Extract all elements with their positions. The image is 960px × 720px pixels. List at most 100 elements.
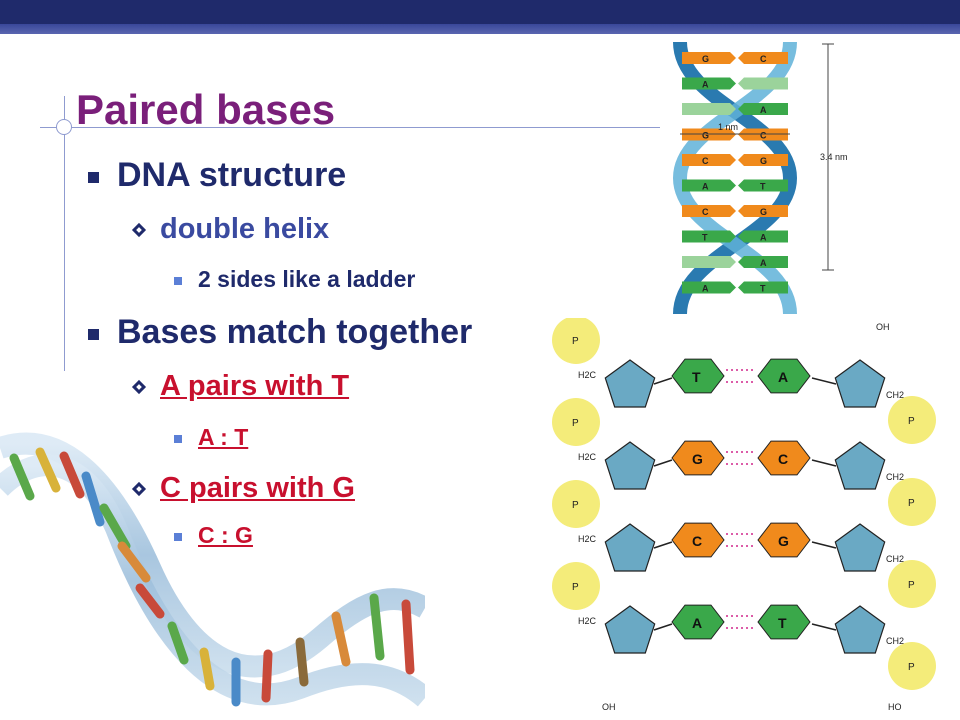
bullet-c-pairs-g: C pairs with G [131, 472, 355, 505]
phosphate-circle [888, 396, 936, 444]
phosphate-circle [552, 398, 600, 446]
bond [811, 377, 837, 385]
bullet-c-g: C : G [174, 522, 253, 549]
base-left [671, 604, 725, 640]
helix-base-right [738, 179, 788, 192]
helix-base-left-label: A [702, 80, 709, 90]
sugar-right [834, 359, 886, 408]
phosphate-circle [888, 478, 936, 526]
vertical-guide-line [64, 96, 65, 371]
helix-base-left-label: C [702, 156, 709, 166]
base-left-label: A [692, 615, 702, 631]
link-c-pairs-g[interactable]: C pairs with G [160, 472, 355, 504]
square-bullet-icon [88, 171, 99, 183]
helix-base-left [682, 179, 736, 192]
base-left-label: G [692, 451, 703, 467]
helix-base-left [682, 256, 736, 268]
helix-base-right-label: T [760, 284, 766, 294]
helix-base-right-label: A [760, 258, 767, 268]
h2c-label: H2C [578, 452, 597, 462]
phosphate-circle [888, 642, 936, 690]
phosphate-group: P [888, 560, 936, 608]
helix-base-left-label: T [702, 233, 708, 243]
dna-3d-illustration [0, 432, 425, 707]
helix-base-right-label: A [760, 233, 767, 243]
h2c-label: H2C [578, 616, 597, 626]
phosphate-p-label: P [572, 336, 579, 347]
link-a-t[interactable]: A : T [198, 424, 249, 450]
ch2-label: CH2 [886, 554, 904, 564]
bullet-a-pairs-t: A pairs with T [131, 370, 350, 403]
helix-base-left [682, 205, 736, 217]
phosphate-p-label: P [908, 498, 915, 509]
phosphate-group: P [888, 396, 936, 444]
ch2-label: CH2 [886, 636, 904, 646]
phosphate-p-label: P [908, 580, 915, 591]
diamond-bullet-icon [131, 380, 147, 395]
bond [653, 459, 673, 467]
base-right [757, 440, 811, 476]
crosshair-icon [56, 119, 72, 135]
small-square-bullet-icon [174, 434, 182, 443]
helix-base-left-label: G [702, 131, 709, 141]
base-right-label: G [778, 533, 789, 549]
helix-base-left [682, 230, 736, 243]
phosphate-p-label: P [908, 416, 915, 427]
phosphate-group: P [552, 318, 600, 364]
bond [653, 377, 673, 385]
small-square-bullet-icon [174, 276, 182, 285]
phosphate-p-label: P [572, 500, 579, 511]
helix-base-right-label: G [760, 207, 767, 217]
helix-rung: A [682, 77, 788, 90]
phosphate-p-label: P [908, 662, 915, 673]
sugar-right [834, 441, 886, 490]
bond [811, 541, 837, 549]
helix-base-left [682, 154, 736, 166]
phosphate-group: P [552, 562, 600, 610]
helix-base-left [682, 103, 736, 115]
bullet-bases-match: Bases match together [88, 313, 472, 352]
ch2-label: CH2 [886, 390, 904, 400]
link-c-g[interactable]: C : G [198, 522, 253, 548]
oh-label: OH [602, 702, 616, 712]
bullet-dna-structure: DNA structure [88, 156, 346, 195]
page-title: Paired bases [76, 86, 336, 133]
phosphate-group: P [552, 398, 600, 446]
helix-base-left-label: A [702, 284, 709, 294]
base-left-label: T [692, 369, 701, 385]
width-label: 1 nm [718, 122, 738, 132]
sugar-left [604, 359, 656, 408]
height-label: 3.4 nm [820, 152, 848, 162]
helix-base-left-label: A [702, 182, 709, 192]
h2c-label: H2C [578, 534, 597, 544]
base-right [757, 358, 811, 394]
helix-base-right-label: T [760, 182, 766, 192]
phosphate-group: P [552, 480, 600, 528]
ho-label: HO [888, 702, 902, 712]
link-a-pairs-t[interactable]: A pairs with T [160, 370, 350, 402]
horizontal-guide-line [40, 127, 660, 128]
h2c-label: H2C [578, 370, 597, 380]
phosphate-circle [552, 318, 600, 364]
phosphate-p-label: P [572, 582, 579, 593]
phosphate-p-label: P [572, 418, 579, 429]
helix-base-right [738, 230, 788, 243]
phosphate-circle [888, 560, 936, 608]
bond [653, 541, 673, 549]
helix-base-right [738, 256, 788, 268]
base-left [671, 440, 725, 476]
phosphate-circle [552, 562, 600, 610]
phosphate-circle [552, 480, 600, 528]
helix-base-right [738, 52, 788, 64]
sugar-left [604, 523, 656, 572]
